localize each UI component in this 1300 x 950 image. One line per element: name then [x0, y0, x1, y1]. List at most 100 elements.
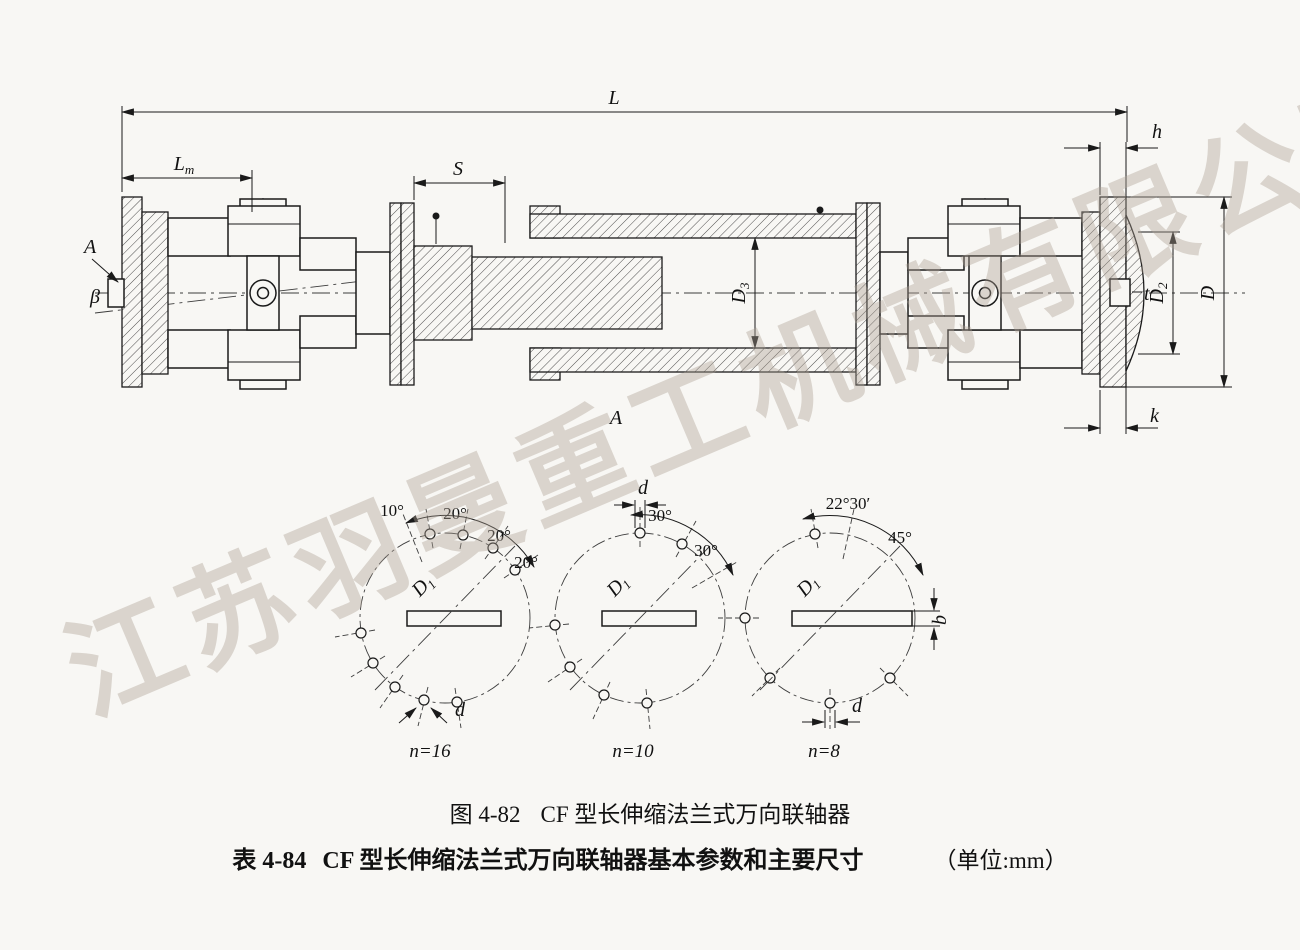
- dim-label-D3: D3: [728, 282, 752, 304]
- tick: [547, 658, 583, 683]
- angle-arc: [801, 512, 924, 576]
- bolt-hole: [884, 672, 896, 684]
- bolt-hole: [764, 672, 776, 684]
- left-flange-bolt: [107, 278, 125, 308]
- tick: [334, 629, 376, 638]
- cross-center-hole: [256, 286, 270, 300]
- tick: [645, 688, 651, 730]
- bolt-pattern-view-n16: 10° 20° 20° 20° D1 d n=16: [334, 501, 539, 762]
- bolt-hole: [451, 696, 463, 708]
- flange-edge-bar: [601, 610, 697, 627]
- tick: [691, 561, 738, 589]
- figure-number: 图 4-82: [449, 802, 521, 827]
- assembly-section-view: [94, 196, 1245, 390]
- angle-arc: [404, 514, 535, 568]
- shaft-hub: [355, 251, 391, 335]
- dim-label-D1: D1: [602, 571, 635, 603]
- left-yoke-flange: [141, 211, 169, 375]
- left-end-flange-plate: [121, 196, 143, 388]
- tube-wall-bottom: [529, 347, 857, 373]
- angle-label: 20°: [443, 504, 467, 523]
- hole-count-label: n=10: [612, 741, 654, 762]
- tick: [350, 655, 386, 678]
- tick: [454, 687, 462, 729]
- angle-label: 22°30′: [826, 494, 871, 513]
- mid-flange-left: [389, 202, 402, 386]
- unit-note: （单位:mm）: [933, 848, 1068, 873]
- dim-label-L: L: [607, 87, 619, 109]
- tick: [751, 667, 781, 697]
- surface-mark-dot: [816, 206, 824, 214]
- bolt-hole: [549, 619, 561, 631]
- angle-label-beta: β: [89, 286, 100, 308]
- dim-label-D2: D2: [1146, 282, 1170, 304]
- angle-label: 30°: [694, 541, 718, 560]
- bearing-block-top: [227, 205, 301, 257]
- bolt-hole: [424, 528, 436, 540]
- view-arrow-label-A: A: [82, 236, 97, 258]
- dim-label-k: k: [1150, 405, 1160, 427]
- angle-label: 30°: [648, 506, 672, 525]
- flange-spigot-dome: [1125, 214, 1145, 372]
- dim-label-d: d: [638, 477, 649, 499]
- dim-label-h: h: [1152, 121, 1162, 143]
- angle-label: 20°: [514, 553, 538, 572]
- bolt-hole: [355, 627, 367, 639]
- dim-label-S: S: [453, 158, 463, 180]
- dim-line-d: [398, 707, 417, 724]
- left-universal-joint: [227, 198, 357, 390]
- tick: [402, 513, 423, 563]
- bolt-hole: [389, 681, 401, 693]
- bolt-hole: [809, 528, 821, 540]
- tick: [417, 686, 429, 727]
- bolt-hole: [598, 689, 610, 701]
- right-yoke-arm-bottom: [1019, 329, 1083, 369]
- right-yoke-arm-top: [299, 237, 357, 271]
- bearing-cap-bottom: [961, 379, 1009, 390]
- dim-label-D1: D1: [407, 571, 440, 603]
- bolt-hole: [418, 694, 430, 706]
- dim-line-d: [430, 707, 448, 724]
- bolt-hole: [739, 612, 751, 624]
- bolt-hole: [641, 697, 653, 709]
- angle-label: 10°: [380, 501, 404, 520]
- diagonal-centerline: [374, 545, 516, 691]
- hole-count-label: n=16: [409, 741, 451, 762]
- right-mid-flange-left: [855, 202, 868, 386]
- tick: [879, 667, 909, 697]
- bearing-block-bottom: [947, 329, 1021, 381]
- tick: [592, 681, 611, 720]
- view-direction-arrow: [91, 258, 119, 283]
- flange-edge-bar: [406, 610, 502, 627]
- dim-label-d: d: [852, 695, 863, 717]
- bolt-hole: [564, 661, 576, 673]
- right-yoke-arm-bottom: [299, 315, 357, 349]
- dim-label-t: t: [1144, 283, 1150, 305]
- shaft-section: [413, 245, 473, 341]
- right-universal-joint: [907, 198, 1083, 390]
- figure-title: CF 型长伸缩法兰式万向联轴器: [540, 802, 851, 827]
- figure-4-82-drawing: L Lm S h k D3: [82, 87, 1245, 762]
- hole-count-label: n=8: [808, 741, 840, 762]
- bolt-circle: [359, 532, 531, 704]
- bolt-pattern-view-n8: 22°30′ 45° D1 b d n=8: [718, 494, 951, 762]
- bolt-hole: [824, 697, 836, 709]
- table-caption: 表 4-84 CF 型长伸缩法兰式万向联轴器基本参数和主要尺寸 （单位:mm）: [0, 840, 1300, 875]
- mid-flange-right: [400, 202, 415, 386]
- dim-label-d: d: [455, 699, 466, 721]
- figure-caption: 图 4-82 CF 型长伸缩法兰式万向联轴器: [0, 795, 1300, 829]
- left-yoke-arm-bottom: [167, 329, 231, 369]
- right-shaft-hub: [879, 251, 909, 335]
- bolt-pattern-view-n10: d 30° 30° D1 n=10: [528, 477, 738, 762]
- angle-arc: [629, 510, 734, 576]
- surface-mark-dot: [432, 212, 440, 220]
- dim-label-D1: D1: [792, 571, 825, 603]
- right-yoke-arm-top: [1019, 217, 1083, 257]
- tick: [379, 674, 404, 709]
- bolt-hole: [457, 529, 469, 541]
- angle-label: 45°: [888, 528, 912, 547]
- keyway: [1109, 278, 1131, 307]
- flange-edge-bar: [791, 610, 913, 627]
- telescoping-tube: [529, 205, 857, 381]
- tick: [528, 623, 570, 629]
